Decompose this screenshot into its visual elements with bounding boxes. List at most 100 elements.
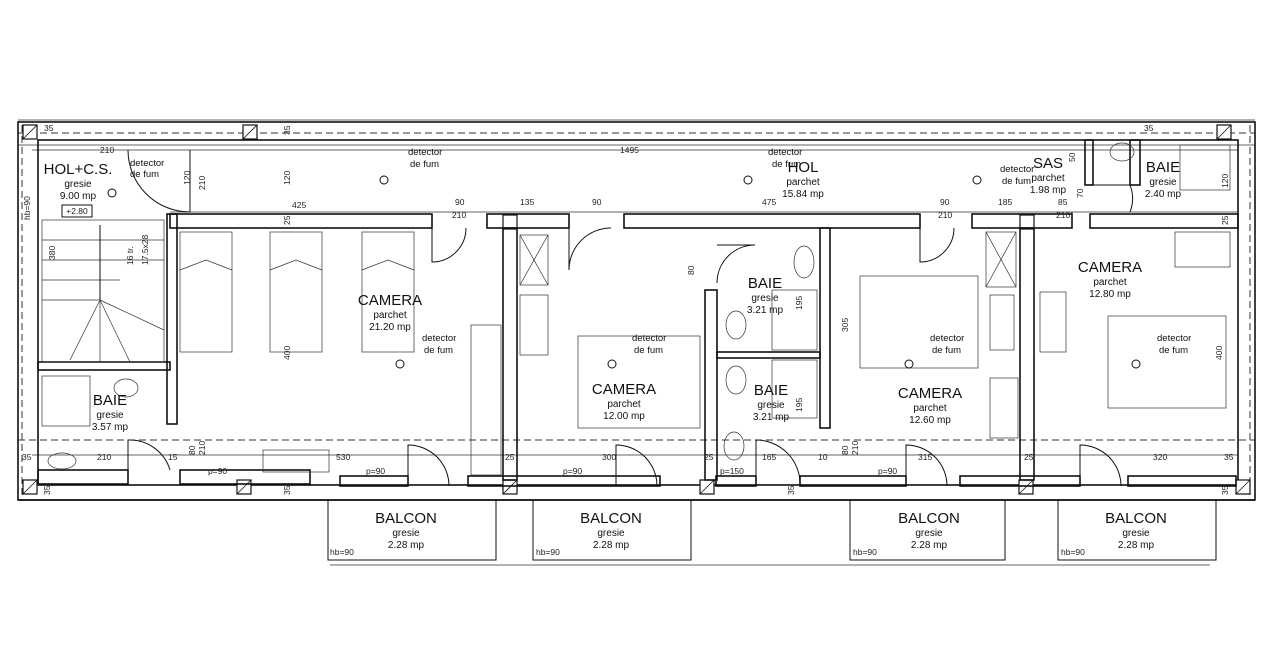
svg-text:120: 120 — [182, 171, 192, 185]
svg-text:de fum: de fum — [130, 169, 159, 180]
svg-text:25: 25 — [1024, 452, 1034, 462]
svg-text:de fum: de fum — [424, 345, 453, 356]
svg-text:2.28 mp: 2.28 mp — [388, 540, 425, 551]
svg-text:BALCON: BALCON — [1105, 510, 1167, 527]
room-balcon-3: BALCON gresie 2.28 mp — [898, 510, 960, 551]
svg-text:530: 530 — [336, 452, 350, 462]
svg-text:2.28 mp: 2.28 mp — [593, 540, 630, 551]
svg-text:80: 80 — [187, 445, 197, 455]
svg-text:15.84 mp: 15.84 mp — [782, 189, 824, 200]
svg-text:35: 35 — [44, 123, 54, 133]
svg-text:detector: detector — [1000, 164, 1034, 175]
svg-text:gresie: gresie — [64, 179, 92, 190]
svg-text:305: 305 — [840, 318, 850, 332]
svg-text:400: 400 — [282, 346, 292, 360]
svg-text:210: 210 — [938, 210, 952, 220]
svg-text:gresie: gresie — [1122, 528, 1150, 539]
svg-text:BALCON: BALCON — [375, 510, 437, 527]
svg-text:25: 25 — [1220, 215, 1230, 225]
svg-text:300: 300 — [602, 452, 616, 462]
smoke-detector-icon — [395, 359, 405, 369]
svg-text:detector: detector — [632, 333, 666, 344]
room-labels: HOL+C.S. gresie 9.00 mp HOL parchet 15.8… — [44, 155, 1182, 551]
svg-text:p=150: p=150 — [720, 466, 744, 476]
stair-size: 17.5x28 — [140, 234, 150, 265]
svg-text:2.40 mp: 2.40 mp — [1145, 189, 1182, 200]
svg-text:35: 35 — [282, 125, 292, 135]
room-baie-top: BAIE gresie 2.40 mp — [1145, 159, 1182, 200]
svg-text:1.98 mp: 1.98 mp — [1030, 185, 1067, 196]
svg-text:gresie: gresie — [1149, 177, 1177, 188]
svg-text:185: 185 — [998, 197, 1012, 207]
svg-text:de fum: de fum — [772, 159, 801, 170]
svg-text:50: 50 — [1067, 152, 1077, 162]
svg-text:120: 120 — [282, 171, 292, 185]
svg-text:p=90: p=90 — [878, 466, 897, 476]
svg-text:90: 90 — [455, 197, 465, 207]
svg-text:210: 210 — [197, 441, 207, 455]
svg-text:hb=90: hb=90 — [330, 547, 354, 557]
room-hol-cs: HOL+C.S. gresie 9.00 mp — [44, 161, 113, 202]
svg-text:de fum: de fum — [932, 345, 961, 356]
svg-text:400: 400 — [1214, 346, 1224, 360]
smoke-detector-icon — [743, 175, 753, 185]
svg-text:2.28 mp: 2.28 mp — [911, 540, 948, 551]
svg-text:detector: detector — [130, 158, 164, 169]
svg-text:gresie: gresie — [751, 293, 779, 304]
interior-walls — [37, 139, 1239, 487]
room-camera-4: CAMERA parchet 12.80 mp — [1078, 259, 1142, 300]
svg-text:35: 35 — [42, 485, 52, 495]
svg-text:detector: detector — [1157, 333, 1191, 344]
room-baie-mid-bottom: BAIE gresie 3.21 mp — [753, 382, 790, 423]
smoke-detector-icon — [904, 359, 914, 369]
svg-text:12.60 mp: 12.60 mp — [909, 415, 951, 426]
svg-text:p=90: p=90 — [208, 466, 227, 476]
svg-text:CAMERA: CAMERA — [358, 292, 422, 309]
balconies — [327, 499, 1217, 561]
svg-text:detector: detector — [408, 147, 442, 158]
smoke-detector-icon — [607, 359, 617, 369]
svg-text:CAMERA: CAMERA — [592, 381, 656, 398]
svg-text:210: 210 — [197, 176, 207, 190]
svg-text:85: 85 — [1058, 197, 1068, 207]
svg-text:HOL: HOL — [788, 159, 819, 176]
room-balcon-1: BALCON gresie 2.28 mp — [375, 510, 437, 551]
svg-text:parchet: parchet — [373, 310, 407, 321]
svg-text:475: 475 — [762, 197, 776, 207]
svg-text:de fum: de fum — [1002, 176, 1031, 187]
room-hol: HOL parchet 15.84 mp — [782, 159, 824, 200]
svg-text:195: 195 — [794, 398, 804, 412]
svg-text:hb=90: hb=90 — [1061, 547, 1085, 557]
svg-text:3.21 mp: 3.21 mp — [747, 305, 784, 316]
room-sas: SAS parchet 1.98 mp — [1030, 155, 1067, 196]
smoke-detector-icon — [107, 188, 117, 198]
svg-text:165: 165 — [762, 452, 776, 462]
svg-text:BAIE: BAIE — [1146, 159, 1180, 176]
svg-text:195: 195 — [794, 296, 804, 310]
svg-text:35: 35 — [282, 485, 292, 495]
svg-text:BAIE: BAIE — [754, 382, 788, 399]
svg-text:p=90: p=90 — [366, 466, 385, 476]
smoke-detector-icon — [1131, 359, 1141, 369]
svg-text:SAS: SAS — [1033, 155, 1063, 172]
svg-text:CAMERA: CAMERA — [898, 385, 962, 402]
room-camera-1: CAMERA parchet 21.20 mp — [358, 292, 422, 333]
svg-text:35: 35 — [1224, 452, 1234, 462]
svg-text:12.00 mp: 12.00 mp — [603, 411, 645, 422]
svg-text:35: 35 — [1144, 123, 1154, 133]
svg-text:120: 120 — [1220, 174, 1230, 188]
svg-text:parchet: parchet — [1093, 277, 1127, 288]
svg-text:parchet: parchet — [607, 399, 641, 410]
svg-text:21.20 mp: 21.20 mp — [369, 322, 411, 333]
level-mark: +2.80 — [61, 204, 93, 218]
room-camera-2: CAMERA parchet 12.00 mp — [592, 381, 656, 422]
svg-text:hb=90: hb=90 — [22, 196, 32, 220]
